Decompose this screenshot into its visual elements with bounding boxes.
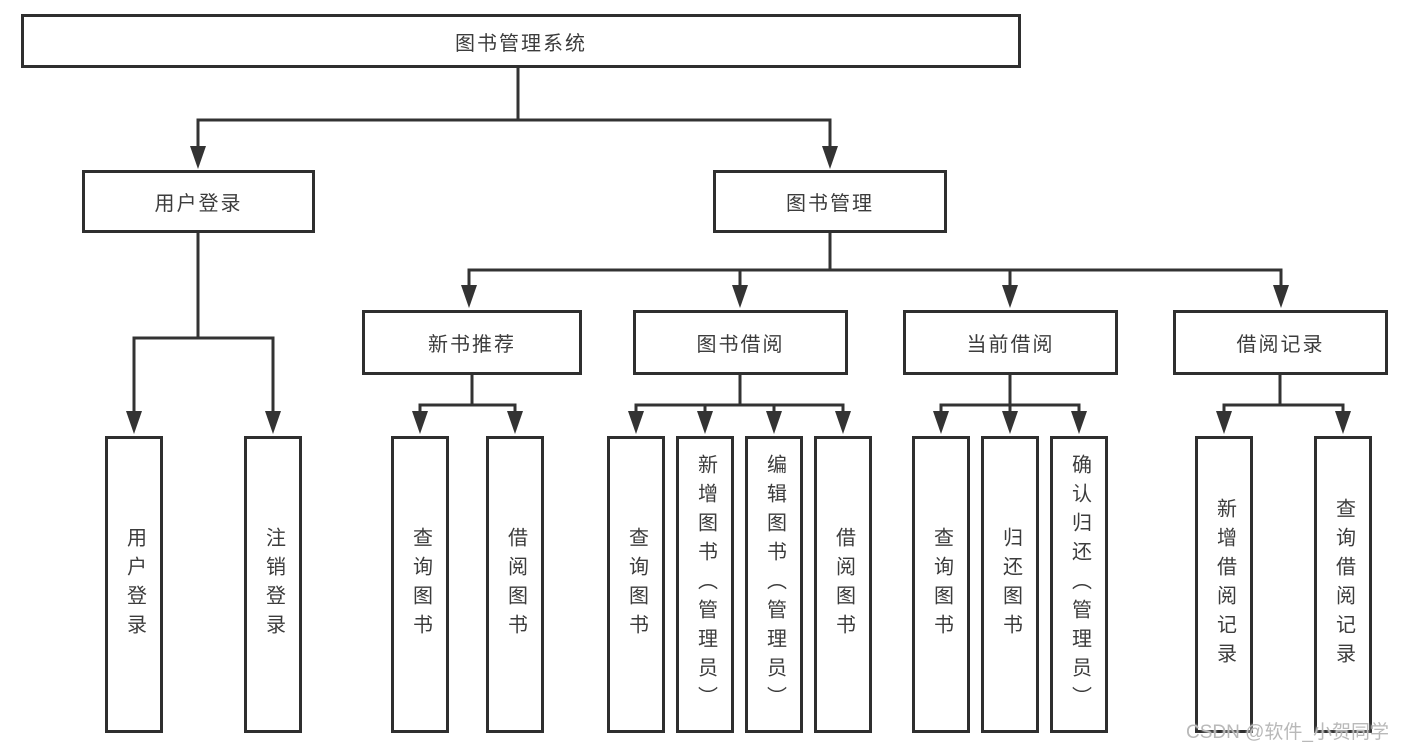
node-user-login-label: 用户登录: [154, 193, 243, 215]
leaf-add-books-admin: 新增图书（管理员）: [676, 436, 734, 733]
arrow-down: [412, 411, 428, 434]
arrow-down: [933, 411, 949, 434]
arrow-down: [628, 411, 644, 434]
arrow-down: [461, 285, 477, 308]
csdn-watermark: CSDN @软件_小贺同学: [1186, 722, 1389, 743]
leaf-confirm-return-admin-label: 确认归还（管理员）: [1068, 454, 1091, 715]
leaf-query-borrow-record-label: 查询借阅记录: [1332, 497, 1355, 672]
arrow-down: [835, 411, 851, 434]
node-user-login: 用户登录: [82, 170, 315, 233]
leaf-logout-label: 注销登录: [262, 526, 285, 643]
leaf-query-books-2-label: 查询图书: [625, 526, 648, 643]
arrow-down: [507, 411, 523, 434]
leaf-query-books-3: 查询图书: [912, 436, 970, 733]
leaf-add-books-admin-label: 新增图书（管理员）: [694, 454, 717, 715]
node-borrow-records-label: 借阅记录: [1236, 334, 1325, 356]
leaf-add-borrow-record: 新增借阅记录: [1195, 436, 1253, 733]
arrow-down: [766, 411, 782, 434]
node-borrow-records: 借阅记录: [1173, 310, 1388, 375]
arrow-down: [1335, 411, 1351, 434]
leaf-query-books-3-label: 查询图书: [930, 526, 953, 643]
node-current-borrow: 当前借阅: [903, 310, 1118, 375]
leaf-query-books-2: 查询图书: [607, 436, 665, 733]
node-current-borrow-label: 当前借阅: [966, 334, 1055, 356]
arrow-down: [126, 411, 142, 434]
node-book-borrow: 图书借阅: [633, 310, 848, 375]
arrow-down: [732, 285, 748, 308]
edges-borrow-records: [1216, 375, 1351, 434]
leaf-user-login: 用户登录: [105, 436, 163, 733]
leaf-query-books-1-label: 查询图书: [409, 526, 432, 643]
node-root: 图书管理系统: [21, 14, 1021, 68]
edges-book-management: [461, 233, 1289, 308]
leaf-borrow-books-2: 借阅图书: [814, 436, 872, 733]
leaf-borrow-books-2-label: 借阅图书: [832, 526, 855, 643]
arrow-down: [1273, 285, 1289, 308]
node-new-book-recommend-label: 新书推荐: [428, 334, 516, 356]
node-book-management: 图书管理: [713, 170, 947, 233]
node-root-label: 图书管理系统: [455, 32, 587, 55]
leaf-borrow-books-1: 借阅图书: [486, 436, 544, 733]
leaf-edit-books-admin-label: 编辑图书（管理员）: [763, 454, 786, 715]
leaf-edit-books-admin: 编辑图书（管理员）: [745, 436, 803, 733]
arrow-down: [822, 146, 838, 169]
leaf-query-books-1: 查询图书: [391, 436, 449, 733]
edges-user-login: [126, 233, 281, 434]
arrow-down: [1216, 411, 1232, 434]
leaf-return-books: 归还图书: [981, 436, 1039, 733]
leaf-add-borrow-record-label: 新增借阅记录: [1213, 497, 1236, 672]
node-book-management-label: 图书管理: [786, 193, 874, 215]
leaf-return-books-label: 归还图书: [999, 526, 1022, 643]
leaf-user-login-label: 用户登录: [123, 526, 146, 643]
node-new-book-recommend: 新书推荐: [362, 310, 582, 375]
leaf-logout: 注销登录: [244, 436, 302, 733]
node-book-borrow-label: 图书借阅: [696, 334, 785, 356]
edges-book-borrow: [628, 375, 851, 434]
edges-current-borrow: [933, 375, 1087, 434]
arrow-down: [1071, 411, 1087, 434]
arrow-down: [1002, 285, 1018, 308]
arrow-down: [697, 411, 713, 434]
arrow-down: [1002, 411, 1018, 434]
leaf-query-borrow-record: 查询借阅记录: [1314, 436, 1372, 733]
arrow-down: [190, 146, 206, 169]
edges-root: [190, 68, 838, 169]
edges-new-book-recommend: [412, 375, 523, 434]
arrow-down: [265, 411, 281, 434]
leaf-borrow-books-1-label: 借阅图书: [504, 526, 527, 643]
leaf-confirm-return-admin: 确认归还（管理员）: [1050, 436, 1108, 733]
